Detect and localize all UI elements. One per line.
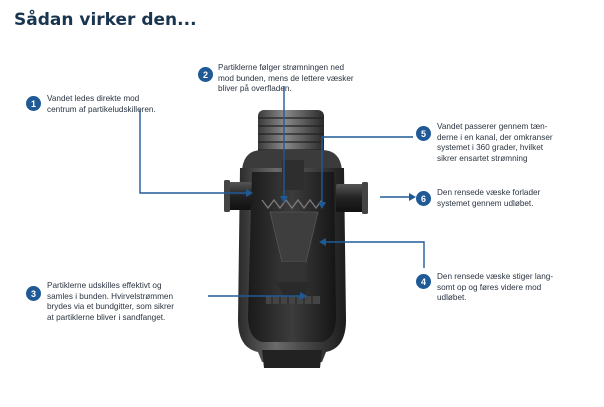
arrowhead-6 [409,193,416,201]
step-3-text: Partiklerne udskilles effektivt og samle… [47,281,174,322]
step-2-badge: 2 [198,67,213,82]
arrowhead-4 [319,238,326,246]
step-2-text: Partiklerne følger strømningen ned mod b… [218,63,354,94]
step-5-text: Vandet passerer gennem tæn- derne i en k… [437,122,553,163]
arrowhead-1 [246,189,253,197]
leader-line-5 [321,136,413,202]
step-3-badge: 3 [26,286,41,301]
step-4-badge: 4 [416,274,431,289]
step-1-text: Vandet ledes direkte mod centrum af part… [47,94,156,114]
step-4-text: Den rensede væske stiger lang- somt op o… [437,272,554,303]
step-5-badge: 5 [416,126,431,141]
bottom-grid [266,296,320,304]
inlet-pipe [224,180,252,212]
step-1-badge: 1 [26,96,41,111]
leader-line-4 [326,241,425,268]
page-title: Sådan virker den... [14,10,197,30]
step-6-badge: 6 [416,191,431,206]
arrowhead-3 [300,292,307,300]
tank-foot [262,350,322,368]
step-6-text: Den rensede væske forlader systemet genn… [437,188,541,208]
outlet-pipe [336,182,368,214]
leader-line-1 [139,110,246,194]
threaded-neck [258,110,324,158]
arrowhead-2 [280,196,288,203]
cutaway-interior [248,160,336,342]
teeth-channel [261,198,323,210]
arrowhead-5 [318,202,326,209]
